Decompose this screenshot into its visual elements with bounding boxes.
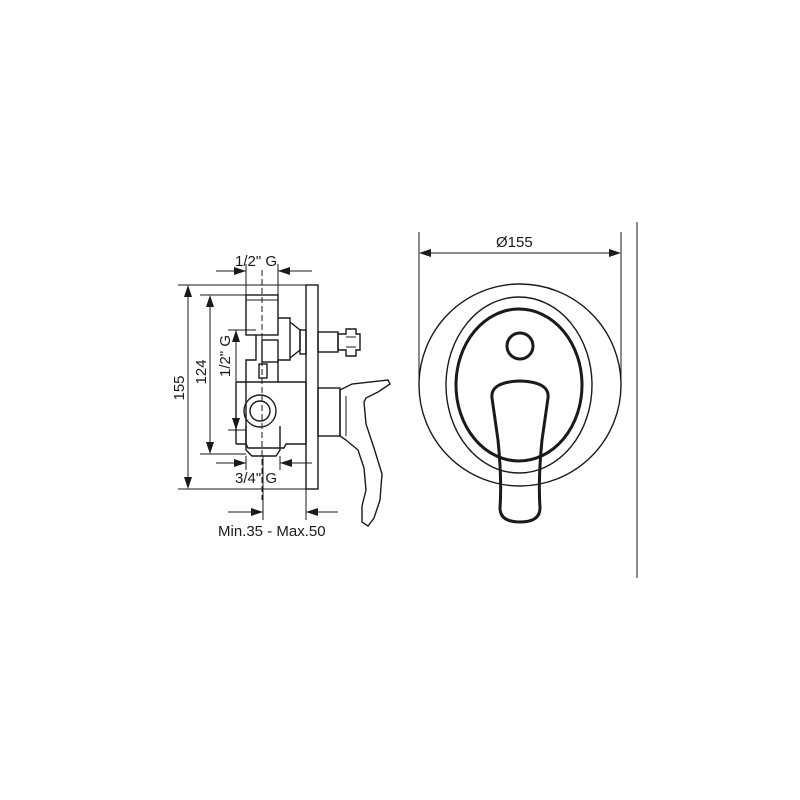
diverter-knob: [337, 328, 361, 357]
escutcheon-plate: [418, 283, 622, 487]
diverter-button: [505, 331, 535, 361]
label-bottom-connection: 3/4" G: [235, 470, 277, 487]
label-height-inner: 124: [193, 359, 210, 384]
wall-plate: [305, 284, 319, 490]
outlet-ring: [243, 394, 277, 428]
side-view: [235, 284, 391, 527]
diameter-dimension: [418, 232, 622, 385]
escutcheon-outer-oval: [445, 296, 593, 474]
lever-handle-side: [339, 379, 391, 527]
escutcheon-inner-oval: [454, 307, 584, 463]
label-top-connection: 1/2" G: [235, 253, 277, 270]
label-side-connection: 1/2" G: [217, 335, 234, 377]
label-diameter: Ø155: [496, 234, 533, 251]
lever-handle-front: [490, 379, 550, 524]
label-depth-range: Min.35 - Max.50: [218, 523, 326, 540]
front-view: [418, 283, 622, 524]
dimension-lines: [178, 264, 338, 520]
label-height-total: 155: [171, 375, 188, 400]
